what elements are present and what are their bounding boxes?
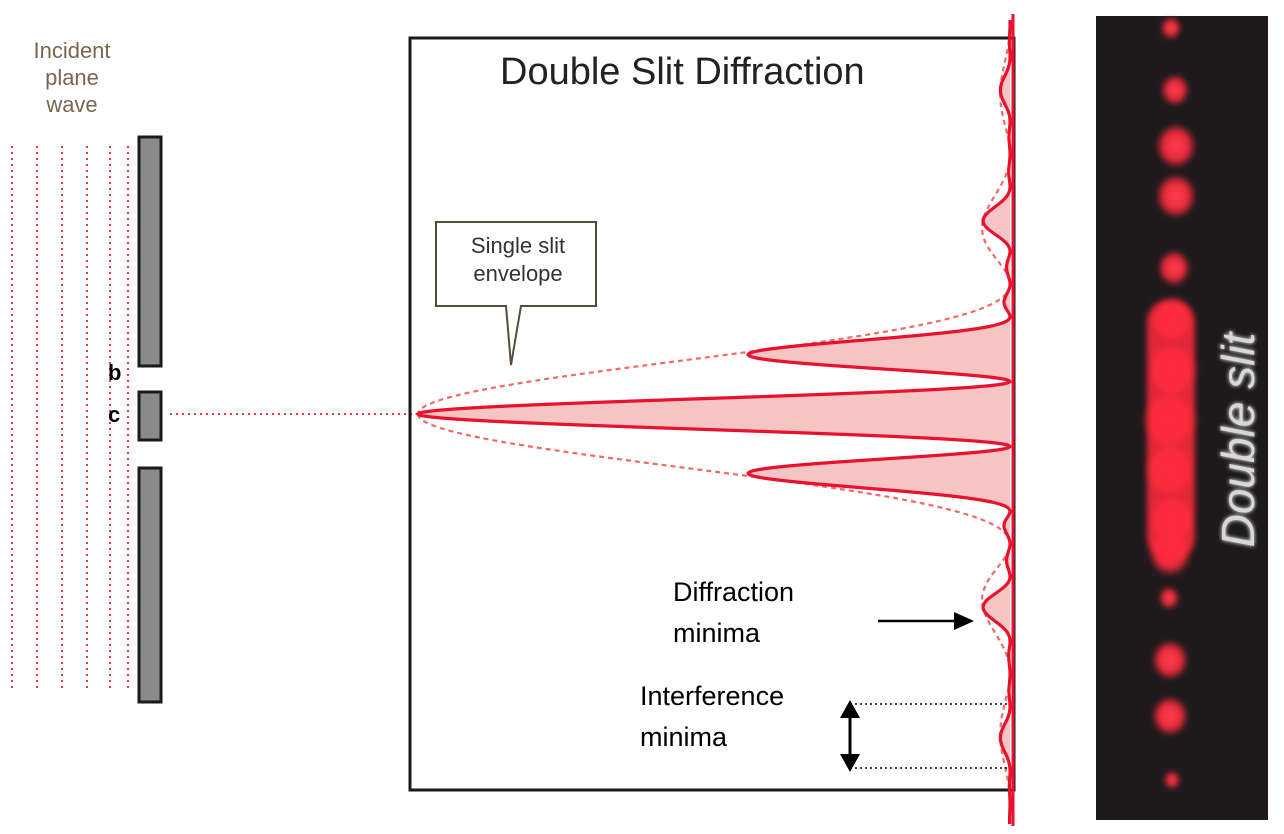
diffraction-minima-line1: Diffraction bbox=[673, 577, 795, 607]
diffraction-minima-label: Diffraction minima bbox=[673, 572, 794, 653]
photo-spot bbox=[1164, 771, 1180, 789]
photo-spot bbox=[1161, 74, 1189, 106]
slit-label-c: c bbox=[108, 402, 121, 427]
diffraction-minima-arrow bbox=[878, 612, 974, 630]
interference-minima-line2: minima bbox=[640, 721, 728, 752]
incident-wave-label-line1: Incident bbox=[33, 38, 111, 63]
incident-wave-label: Incident plane wave bbox=[12, 38, 132, 118]
photo-central-band bbox=[1147, 300, 1195, 560]
interference-minima-label: Interference minima bbox=[640, 676, 784, 757]
barrier-top bbox=[137, 135, 163, 368]
photo-spot bbox=[1158, 250, 1190, 286]
incident-wave-label-line3: wave bbox=[46, 91, 98, 117]
pattern-curve bbox=[415, 19, 1012, 824]
photo-spot bbox=[1161, 17, 1181, 39]
pattern-fill bbox=[418, 20, 1010, 824]
callout-bubble bbox=[435, 221, 597, 366]
single-slit-envelope-callout: Single slit envelope bbox=[443, 232, 593, 287]
slit-label-b: b bbox=[108, 360, 122, 385]
photo-spot bbox=[1152, 696, 1188, 736]
diffraction-minima-line2: minima bbox=[673, 617, 761, 648]
barrier-bottom bbox=[137, 466, 163, 704]
barrier-middle bbox=[137, 390, 163, 442]
interference-minima-bracket bbox=[840, 700, 1008, 772]
callout-line2: envelope bbox=[473, 260, 563, 286]
photo-spot bbox=[1156, 174, 1196, 218]
photo-spot bbox=[1152, 640, 1188, 680]
double-slit-photo bbox=[1096, 16, 1268, 820]
incident-wave-lines bbox=[11, 146, 129, 692]
photo-spot bbox=[1159, 587, 1179, 609]
slit-barrier bbox=[137, 135, 163, 704]
photo-spots bbox=[1142, 17, 1198, 789]
incident-wave-label-line2: plane bbox=[45, 64, 99, 90]
interference-minima-line1: Interference bbox=[640, 681, 785, 711]
photo-spot bbox=[1156, 124, 1196, 168]
callout-line1: Single slit bbox=[470, 233, 566, 258]
photo-label: Double slit bbox=[1212, 332, 1264, 548]
diagram-title: Double Slit Diffraction bbox=[500, 51, 865, 93]
